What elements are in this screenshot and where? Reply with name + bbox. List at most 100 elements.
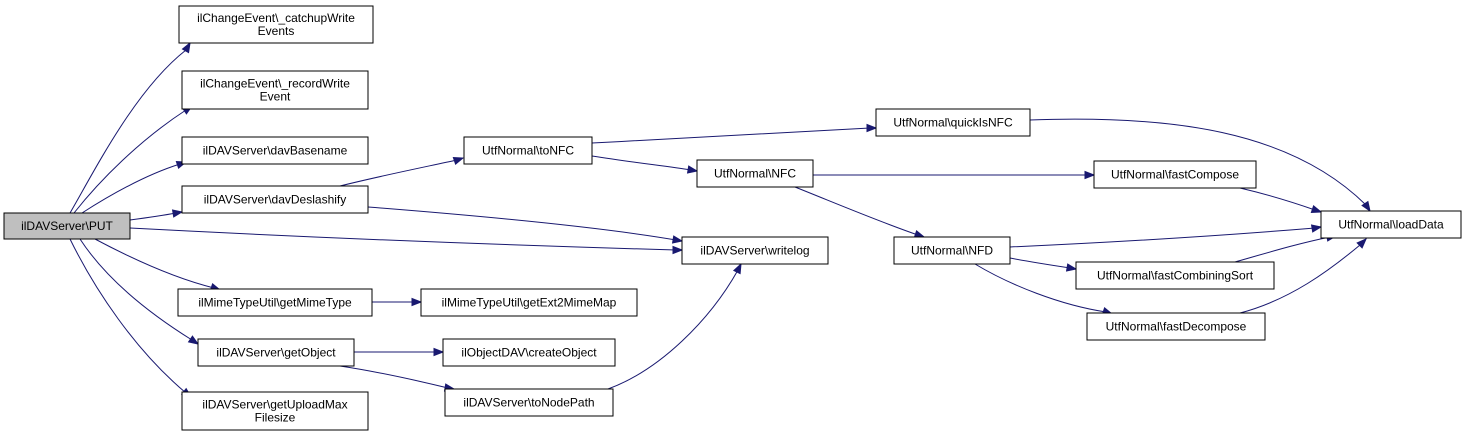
node-label: ilObjectDAV\createObject: [461, 346, 597, 360]
node-getobject[interactable]: ilDAVServer\getObject: [197, 338, 355, 367]
edge-put-to-catchup: [69, 41, 191, 214]
node-box: [875, 108, 1031, 137]
arrowhead-icon: [686, 165, 699, 174]
node-box: [181, 136, 369, 165]
node-fastcombining[interactable]: UtfNormal\fastCombiningSort: [1075, 261, 1275, 290]
node-box: [444, 388, 614, 417]
node-box: [197, 338, 355, 367]
arrowhead-icon: [181, 41, 191, 54]
node-label: ilChangeEvent\_recordWrite: [200, 77, 350, 91]
node-tonodepath[interactable]: ilDAVServer\toNodePath: [444, 388, 614, 417]
node-box: [893, 236, 1011, 265]
arrowhead-icon: [732, 262, 742, 275]
node-box: [1320, 210, 1462, 239]
arrowhead-icon: [671, 235, 684, 244]
node-deslashify[interactable]: ilDAVServer\davDeslashify: [181, 185, 369, 214]
edge-put-to-getmime: [94, 238, 222, 292]
edge-line: [79, 238, 193, 341]
node-label: ilDAVServer\writelog: [700, 244, 809, 258]
node-label: Events: [258, 24, 295, 38]
node-label: ilDAVServer\davBasename: [203, 144, 348, 158]
edge-line: [69, 49, 187, 214]
arrowhead-icon: [1356, 238, 1367, 249]
arrowhead-icon: [866, 123, 878, 133]
edge-line: [1029, 118, 1367, 206]
arrowhead-icon: [913, 229, 926, 239]
arrowhead-icon: [187, 335, 200, 345]
edge-nfc-to-fastcompose: [813, 170, 1096, 180]
edge-line: [129, 212, 177, 221]
node-label: Event: [260, 90, 291, 104]
node-fastcompose[interactable]: UtfNormal\fastCompose: [1093, 160, 1257, 189]
edge-tonfc-to-nfc: [591, 155, 699, 174]
node-box: [1075, 261, 1275, 290]
node-nfd[interactable]: UtfNormal\NFD: [893, 236, 1011, 265]
node-label: ilDAVServer\davDeslashify: [204, 193, 347, 207]
node-label: UtfNormal\NFC: [714, 167, 796, 181]
node-label: ilDAVServer\getObject: [216, 346, 336, 360]
edge-put-to-writelog: [129, 227, 684, 255]
node-label: UtfNormal\NFD: [911, 244, 993, 258]
node-basename[interactable]: ilDAVServer\davBasename: [181, 136, 369, 165]
node-box: [442, 338, 616, 367]
node-label: UtfNormal\fastCompose: [1111, 168, 1239, 182]
edge-quickisnfc-to-loaddata: [1029, 118, 1371, 213]
node-getmime[interactable]: ilMimeTypeUtil\getMimeType: [177, 288, 373, 317]
node-box: [696, 159, 814, 188]
node-label: UtfNormal\fastCombiningSort: [1097, 269, 1254, 283]
edge-line: [69, 238, 187, 394]
arrowhead-icon: [452, 156, 465, 166]
node-label: ilChangeEvent\_catchupWrite: [197, 11, 355, 25]
node-put[interactable]: ilDAVServer\PUT: [3, 212, 131, 240]
edge-getobject-to-tonodepath: [339, 365, 456, 392]
arrowhead-icon: [1084, 170, 1096, 180]
node-writelog[interactable]: ilDAVServer\writelog: [681, 236, 829, 265]
edge-line: [591, 127, 871, 144]
node-fastdecompose[interactable]: UtfNormal\fastDecompose: [1086, 312, 1266, 341]
edge-line: [1009, 257, 1071, 269]
edge-line: [339, 159, 458, 187]
node-box: [420, 288, 638, 317]
edge-line: [73, 109, 187, 214]
edge-line: [1239, 187, 1316, 211]
node-box: [181, 70, 369, 110]
edge-line: [1234, 236, 1331, 263]
node-createobject[interactable]: ilObjectDAV\createObject: [442, 338, 616, 367]
node-box: [181, 185, 369, 214]
node-quickisnfc[interactable]: UtfNormal\quickIsNFC: [875, 108, 1031, 137]
node-nfc[interactable]: UtfNormal\NFC: [696, 159, 814, 188]
edge-getobject-to-createobject: [354, 347, 445, 357]
node-label: ilDAVServer\PUT: [21, 219, 113, 233]
edge-line: [129, 227, 677, 251]
arrowhead-icon: [433, 347, 445, 357]
node-label: Filesize: [255, 411, 296, 425]
edge-line: [1009, 227, 1316, 248]
nodes-layer: ilDAVServer\PUT ilChangeEvent\_catchupWri…: [3, 5, 1462, 431]
edge-put-to-deslashify: [129, 209, 184, 221]
node-box: [681, 236, 829, 265]
node-label: ilDAVServer\getUploadMax: [202, 398, 347, 412]
node-box: [177, 288, 373, 317]
arrowhead-icon: [1361, 200, 1371, 213]
arrowhead-icon: [672, 245, 684, 255]
edge-put-to-record: [73, 105, 194, 214]
edge-line: [367, 206, 677, 241]
edge-put-to-getobject: [79, 238, 200, 345]
edge-tonodepath-to-writelog: [607, 262, 742, 390]
edge-fastdecompose-to-loaddata: [1239, 238, 1367, 314]
arrowhead-icon: [1065, 263, 1078, 272]
arrowhead-icon: [1310, 204, 1323, 214]
edge-nfc-to-nfd: [794, 186, 926, 239]
node-tonfc[interactable]: UtfNormal\toNFC: [463, 136, 593, 165]
edge-line: [794, 186, 919, 236]
node-ext2mime[interactable]: ilMimeTypeUtil\getExt2MimeMap: [420, 288, 638, 317]
node-loaddata[interactable]: UtfNormal\loadData: [1320, 210, 1462, 239]
node-label: ilMimeTypeUtil\getExt2MimeMap: [442, 296, 617, 310]
edge-fastcompose-to-loaddata: [1239, 187, 1323, 214]
node-label: UtfNormal\toNFC: [482, 144, 574, 158]
node-label: ilDAVServer\toNodePath: [463, 396, 594, 410]
